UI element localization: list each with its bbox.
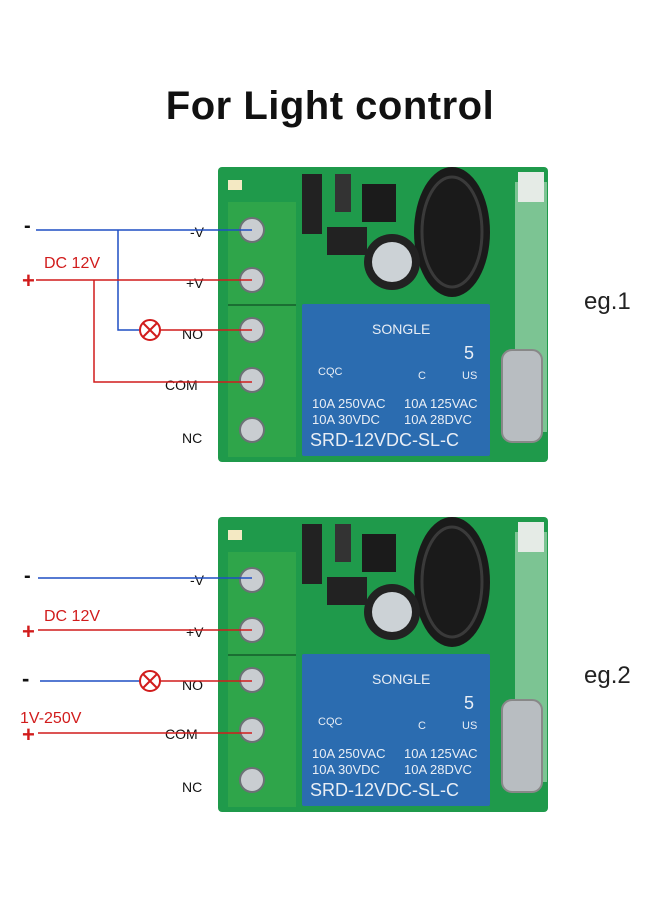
page-title: For Light control	[165, 84, 495, 128]
terminal-label-nc: NC	[182, 430, 202, 446]
lamp-icon	[139, 670, 161, 692]
terminal-label-no: NO	[182, 677, 203, 693]
relay-rating-1-right: 10A 125VAC	[404, 746, 477, 761]
terminal-label-pos-v: +V	[186, 624, 204, 640]
relay-ul-num: 5	[464, 343, 474, 363]
relay-rating-2-left: 10A 30VDC	[312, 762, 380, 777]
relay-rating-2-right: 10A 28DVC	[404, 412, 472, 427]
ac-voltage-label: 1V-250V	[20, 710, 82, 727]
diode	[302, 174, 322, 234]
plus-sign-dc: +	[22, 619, 35, 644]
negative-branch-wire	[117, 230, 140, 331]
coil-antenna-ring	[420, 525, 484, 639]
relay-ul-c: C	[418, 720, 426, 732]
regulator-chip	[362, 184, 396, 222]
screw-5	[239, 767, 265, 793]
relay-cert: CQC	[318, 366, 343, 378]
wiring-diagram-eg2-svg: SONGLE CQC C 5 US 10A 250VAC 10A 125VAC …	[20, 517, 548, 812]
regulator-chip	[362, 534, 396, 572]
terminal-label-neg-v: -V	[190, 224, 205, 240]
relay-cert: CQC	[318, 716, 343, 728]
relay-rating-1-left: 10A 250VAC	[312, 746, 385, 761]
wiring-diagram-eg1-svg: SONGLE CQC C 5 US 10A 250VAC 10A 125VAC …	[22, 167, 548, 462]
terminal-label-no: NO	[182, 326, 203, 342]
capacitor-small	[327, 227, 367, 255]
terminal-label-neg-v: -V	[190, 572, 205, 588]
relay-model: SRD-12VDC-SL-C	[310, 780, 459, 800]
electrolytic-capacitor-top	[372, 242, 412, 282]
coil-antenna	[414, 517, 490, 647]
plus-sign-ac: +	[22, 722, 35, 747]
terminal-label-pos-v: +V	[186, 275, 204, 291]
relay-ul-us: US	[462, 720, 477, 732]
lamp-icon	[139, 319, 161, 341]
crystal	[501, 349, 543, 443]
relay-ul-us: US	[462, 370, 477, 382]
antenna-module-edge	[518, 172, 544, 202]
electrolytic-capacitor-top	[372, 592, 412, 632]
example-label-eg1: eg.1	[584, 288, 631, 315]
smd-resistor	[335, 524, 351, 562]
screw-1	[239, 567, 265, 593]
wiring-diagram-eg2: SONGLE CQC C 5 US 10A 250VAC 10A 125VAC …	[0, 512, 660, 822]
plus-sign: +	[22, 268, 35, 293]
positive-branch-wire	[93, 280, 252, 383]
relay-ul-num: 5	[464, 693, 474, 713]
wiring-diagram-eg1: SONGLE CQC C 5 US 10A 250VAC 10A 125VAC …	[0, 162, 660, 472]
minus-sign: -	[24, 215, 31, 237]
terminal-label-com: COM	[165, 377, 198, 393]
diode	[302, 524, 322, 584]
relay-ul-c: C	[418, 370, 426, 382]
screw-3	[239, 667, 265, 693]
screw-4	[239, 367, 265, 393]
screw-4	[239, 717, 265, 743]
capacitor-small	[327, 577, 367, 605]
crystal	[501, 699, 543, 793]
led	[228, 530, 242, 540]
smd-resistor	[335, 174, 351, 212]
example-label-eg2: eg.2	[584, 662, 631, 689]
relay-brand: SONGLE	[372, 321, 430, 337]
antenna-module-edge	[518, 522, 544, 552]
relay-body	[302, 304, 490, 456]
relay-brand: SONGLE	[372, 671, 430, 687]
terminal-label-com: COM	[165, 726, 198, 742]
relay-model: SRD-12VDC-SL-C	[310, 430, 459, 450]
dc-voltage-label: DC 12V	[44, 255, 100, 272]
terminal-label-nc: NC	[182, 779, 202, 795]
coil-antenna	[414, 167, 490, 297]
relay-rating-2-left: 10A 30VDC	[312, 412, 380, 427]
led	[228, 180, 242, 190]
relay-rating-1-right: 10A 125VAC	[404, 396, 477, 411]
minus-sign-dc: -	[24, 565, 31, 587]
relay-rating-1-left: 10A 250VAC	[312, 396, 385, 411]
relay-body	[302, 654, 490, 806]
minus-sign-ac: -	[22, 666, 29, 691]
dc-voltage-label: DC 12V	[44, 608, 100, 625]
coil-antenna-ring	[420, 175, 484, 289]
relay-rating-2-right: 10A 28DVC	[404, 762, 472, 777]
terminal-screws	[239, 567, 265, 793]
screw-5	[239, 417, 265, 443]
